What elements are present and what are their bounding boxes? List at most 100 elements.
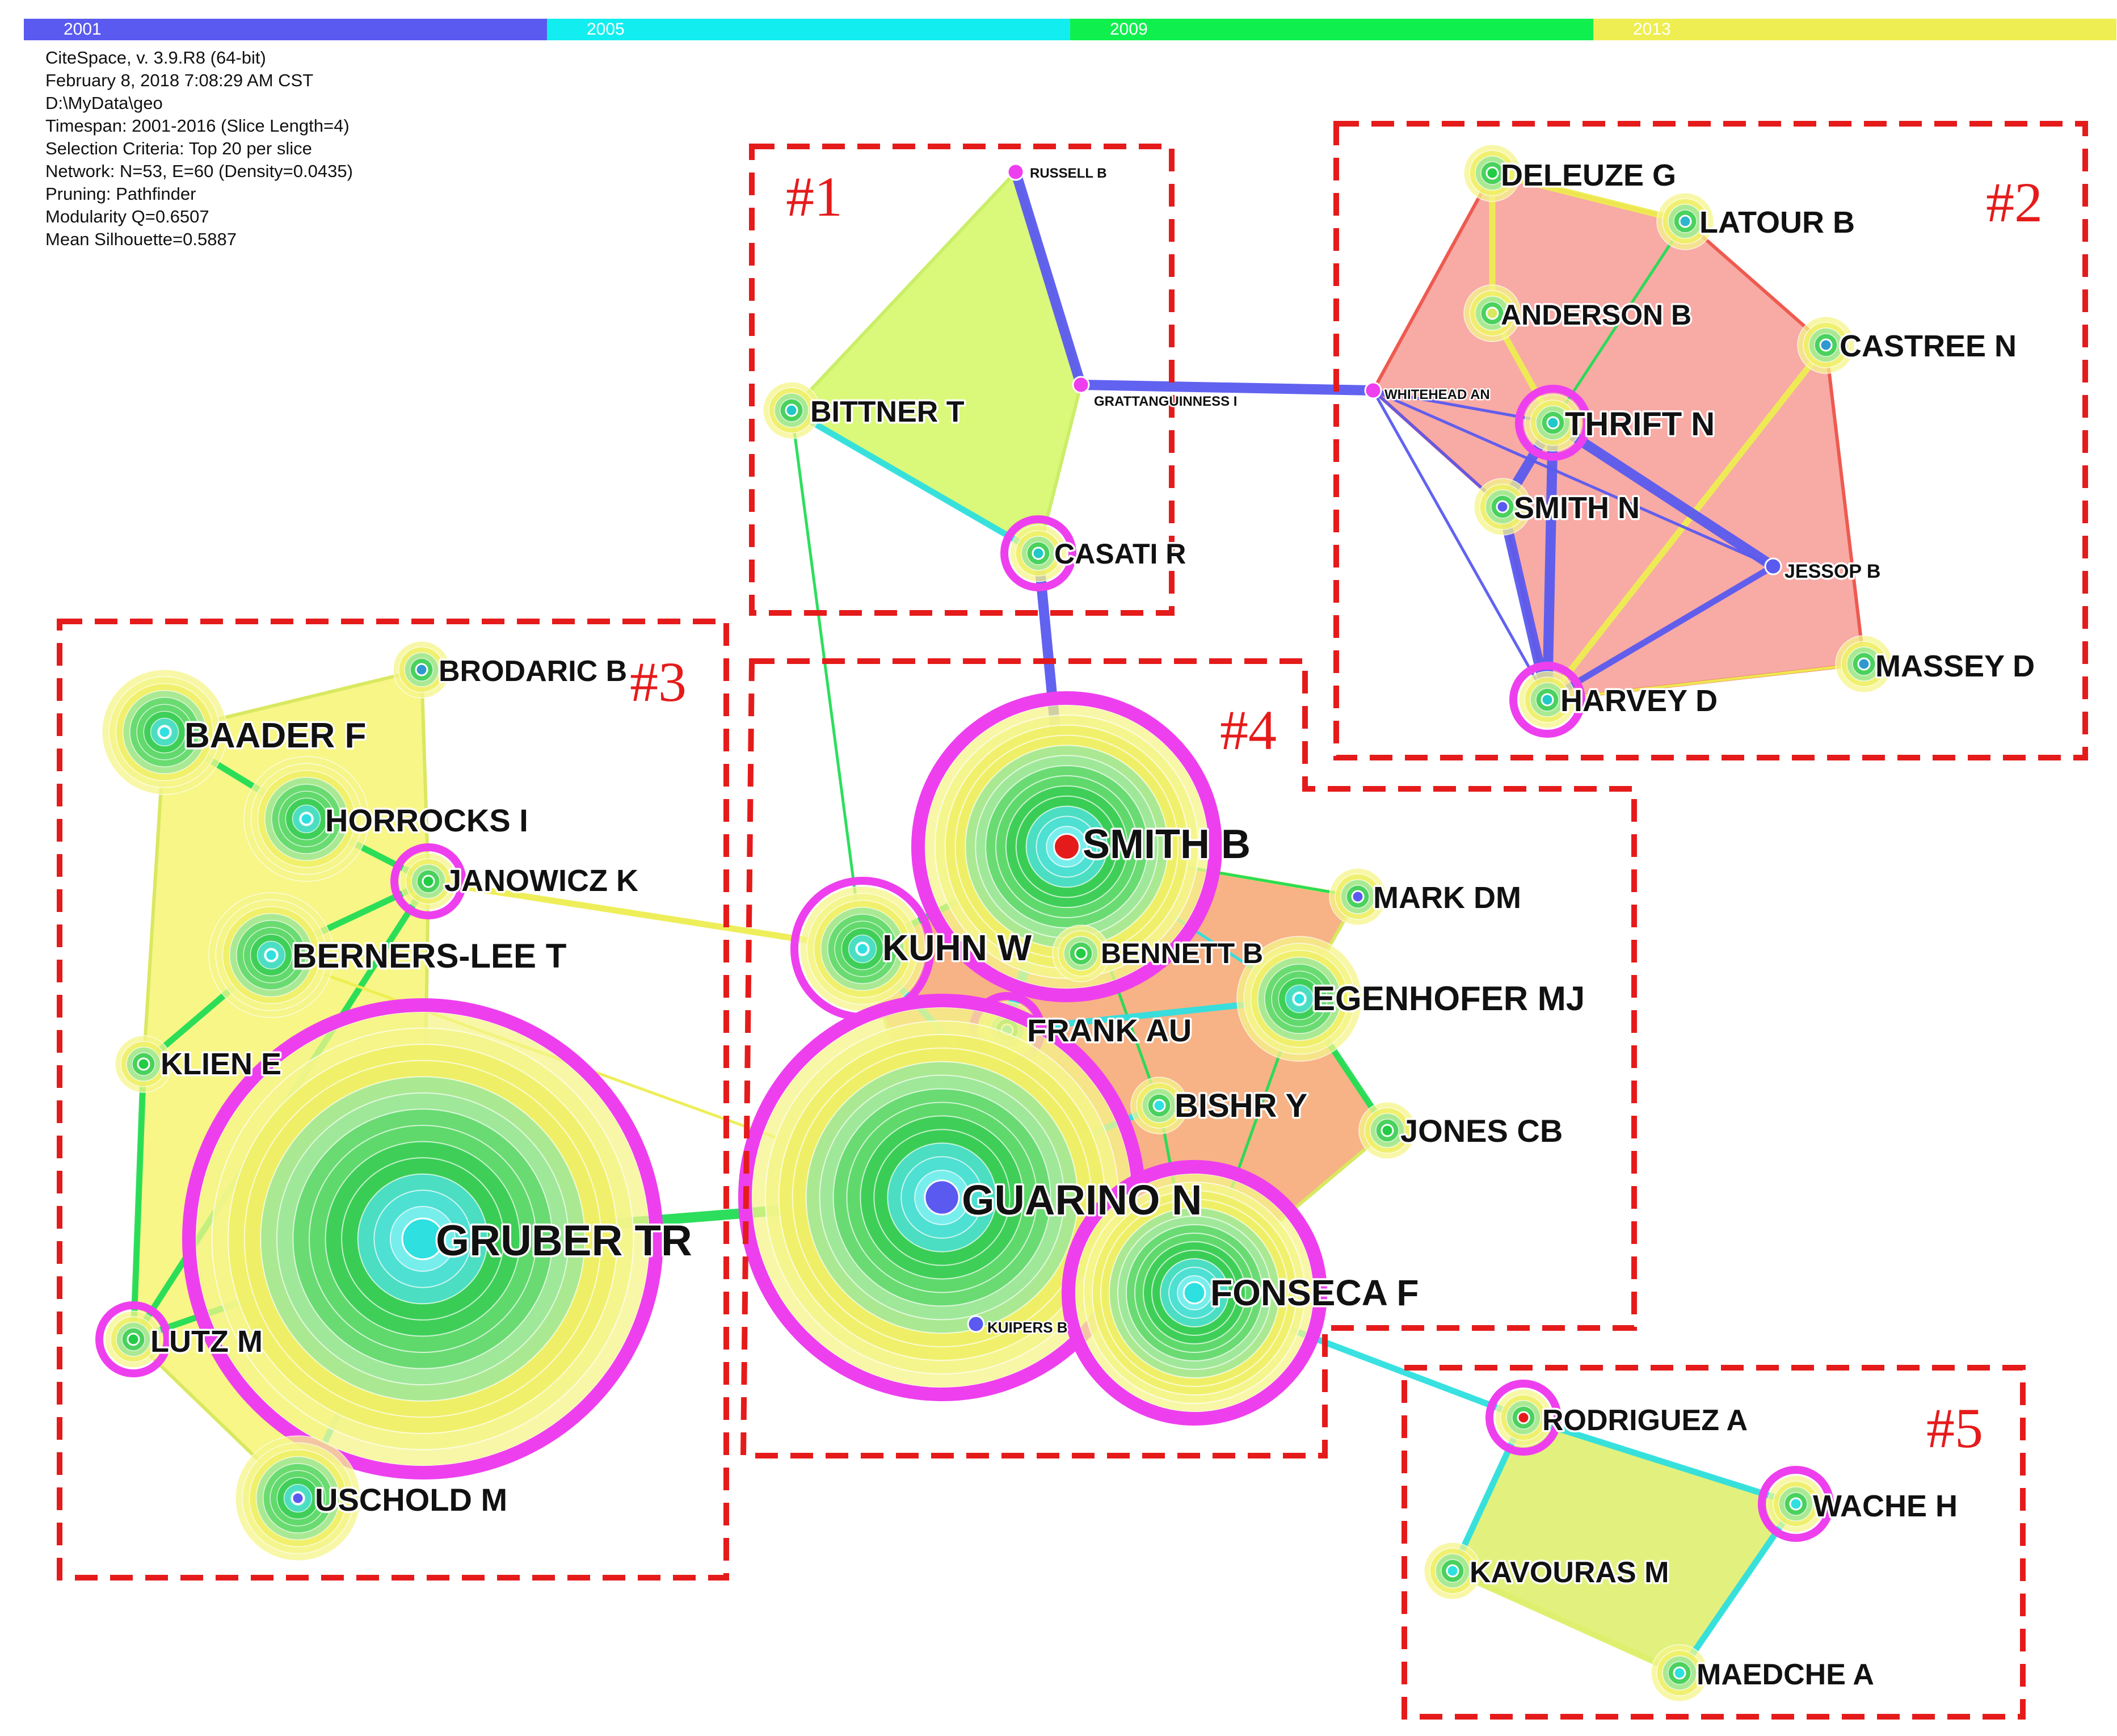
node-egenhofer-mj[interactable] (1236, 936, 1362, 1062)
node-lutz-m[interactable] (95, 1301, 171, 1377)
node-label-smith-b: SMITH B (1083, 822, 1251, 867)
edge-latour-b-to-thrift-n (1551, 220, 1687, 424)
node-label-kuipers-b: KUIPERS B (987, 1319, 1068, 1336)
node-janowicz-k[interactable] (390, 843, 466, 919)
node-label-russell-b: RUSSELL B (1030, 166, 1107, 181)
node-klien-e[interactable] (115, 1035, 172, 1093)
node-label-anderson-b: ANDERSON B (1501, 299, 1691, 331)
node-label-bishr-y: BISHR Y (1175, 1087, 1307, 1124)
node-baader-f[interactable] (102, 669, 228, 795)
cluster-label-c2: #2 (1986, 171, 2043, 234)
node-label-casati-r: CASATI R (1054, 538, 1186, 570)
node-kuipers-b[interactable] (967, 1315, 985, 1333)
info-pruning: Pruning: Pathfinder (45, 184, 196, 204)
edge-whitehead-an-to-smith-n (1371, 389, 1504, 508)
edge-castree-n-to-harvey-d (1544, 342, 1829, 703)
edge-thrift-n-to-jessop-b (1548, 418, 1778, 571)
node-castree-n[interactable] (1797, 316, 1855, 374)
node-gruber-tr[interactable] (182, 998, 663, 1479)
cluster-label-c4: #4 (1220, 699, 1277, 762)
edge-thrift-n-to-harvey-d (1542, 418, 1558, 705)
info-version: CiteSpace, v. 3.9.R8 (64-bit) (45, 48, 266, 68)
node-bennett-b[interactable] (1052, 924, 1110, 982)
cluster-boxes: #1 #2 #3 #4 #5 (57, 121, 2088, 1720)
node-label-kavouras-m: KAVOURAS M (1470, 1556, 1669, 1589)
node-label-grattanguinness-i: GRATTANGUINNESS I (1094, 394, 1237, 409)
node-mark-dm[interactable] (1329, 868, 1387, 926)
node-label-bittner-t: BITTNER T (810, 396, 965, 428)
edge-rodriguez-a-to-wache-h (1520, 1414, 1799, 1507)
edge-klien-e-to-lutz-m (130, 1061, 147, 1343)
node-anderson-b[interactable] (1463, 284, 1521, 342)
node-label-jones-cb: JONES CB (1400, 1113, 1563, 1149)
edge-whitehead-an-to-harvey-d (1371, 389, 1549, 701)
node-russell-b[interactable] (1007, 163, 1025, 181)
node-jessop-b[interactable] (1764, 557, 1782, 575)
edge-massey-d-to-harvey-d (1546, 662, 1866, 701)
info-selection-criteria: Selection Criteria: Top 20 per slice (45, 138, 312, 158)
node-label-smith-n: SMITH N (1514, 491, 1640, 525)
cluster-box-c4 (740, 658, 1637, 1458)
node-deleuze-g[interactable] (1463, 144, 1521, 202)
node-label-wache-h: WACHE H (1813, 1489, 1958, 1523)
timeline-year-label: 2013 (1633, 20, 1671, 39)
node-jones-cb[interactable] (1358, 1102, 1416, 1159)
node-label-deleuze-g: DELEUZE G (1501, 158, 1676, 192)
node-label-bennett-b: BENNETT B (1101, 938, 1263, 969)
cluster-box-c2 (1333, 121, 2088, 760)
node-whitehead-an[interactable] (1364, 381, 1382, 400)
node-label-berners-lee-t: BERNERS-LEE T (292, 937, 566, 975)
node-label-klien-e: KLIEN E (161, 1047, 281, 1081)
node-berners-lee-t[interactable] (208, 892, 334, 1018)
node-harvey-d[interactable] (1509, 662, 1585, 738)
edge-grattanguinness-i-to-casati-r (1037, 383, 1083, 555)
node-label-kuhn-w: KUHN W (882, 927, 1032, 968)
info-modularity: Modularity Q=0.6507 (45, 207, 209, 226)
edge-deleuze-g-to-latour-b (1489, 170, 1689, 225)
info-network: Network: N=53, E=60 (Density=0.0435) (45, 161, 353, 181)
node-label-janowicz-k: JANOWICZ K (444, 864, 638, 898)
node-brodaric-b[interactable] (393, 641, 451, 699)
node-label-mark-dm: MARK DM (1373, 881, 1521, 915)
node-label-latour-b: LATOUR B (1699, 205, 1855, 239)
cluster-label-c1: #1 (786, 165, 843, 228)
timeline-year-label: 2005 (587, 20, 625, 39)
node-grattanguinness-i[interactable] (1072, 376, 1090, 394)
node-kuhn-w[interactable] (790, 877, 935, 1021)
node-smith-b[interactable] (911, 691, 1222, 1002)
node-kavouras-m[interactable] (1424, 1542, 1482, 1600)
node-guarino-n[interactable] (738, 994, 1146, 1401)
node-uschold-m[interactable] (235, 1435, 361, 1561)
node-horrocks-i[interactable] (243, 756, 369, 882)
node-label-whitehead-an: WHITEHEAD AN (1384, 387, 1490, 402)
info-silhouette: Mean Silhouette=0.5887 (45, 229, 237, 249)
node-label-castree-n: CASTREE N (1840, 329, 2017, 363)
node-casati-r[interactable] (1000, 515, 1076, 591)
info-date: February 8, 2018 7:08:29 AM CST (45, 70, 314, 90)
node-thrift-n[interactable] (1515, 385, 1591, 461)
edge-janowicz-k-to-kuhn-w (425, 878, 866, 952)
edge-grattanguinness-i-to-whitehead-an (1076, 380, 1378, 396)
node-massey-d[interactable] (1835, 635, 1893, 693)
node-maedche-a[interactable] (1651, 1644, 1708, 1702)
timeline-segment-2001: 2001 (24, 19, 547, 40)
node-fonseca-f[interactable] (1062, 1160, 1327, 1426)
edge-jessop-b-to-harvey-d (1544, 563, 1777, 703)
cluster-label-c3: #3 (630, 650, 687, 713)
node-smith-n[interactable] (1474, 478, 1531, 536)
node-label-frank-au: FRANK AU (1027, 1012, 1192, 1048)
node-label-fonseca-f: FONSECA F (1210, 1272, 1419, 1313)
node-rodriguez-a[interactable] (1485, 1380, 1562, 1456)
edge-whitehead-an-to-jessop-b (1371, 389, 1775, 568)
node-wache-h[interactable] (1758, 1466, 1834, 1542)
timeline-year-label: 2009 (1110, 20, 1148, 39)
node-labels: RUSSELL B GRATTANGUINNESS I BITTNER T CASAT… (149, 157, 2037, 1693)
timeline-bar: 2001 2005 2009 2013 (24, 19, 2116, 40)
node-bishr-y[interactable] (1130, 1077, 1188, 1134)
node-latour-b[interactable] (1656, 192, 1714, 250)
cluster-label-c5: #5 (1926, 1397, 1983, 1460)
node-bittner-t[interactable] (763, 381, 820, 439)
node-label-harvey-d: HARVEY D (1560, 684, 1718, 718)
node-label-guarino-n: GUARINO N (962, 1176, 1202, 1224)
node-label-lutz-m: LUTZ M (150, 1325, 263, 1359)
